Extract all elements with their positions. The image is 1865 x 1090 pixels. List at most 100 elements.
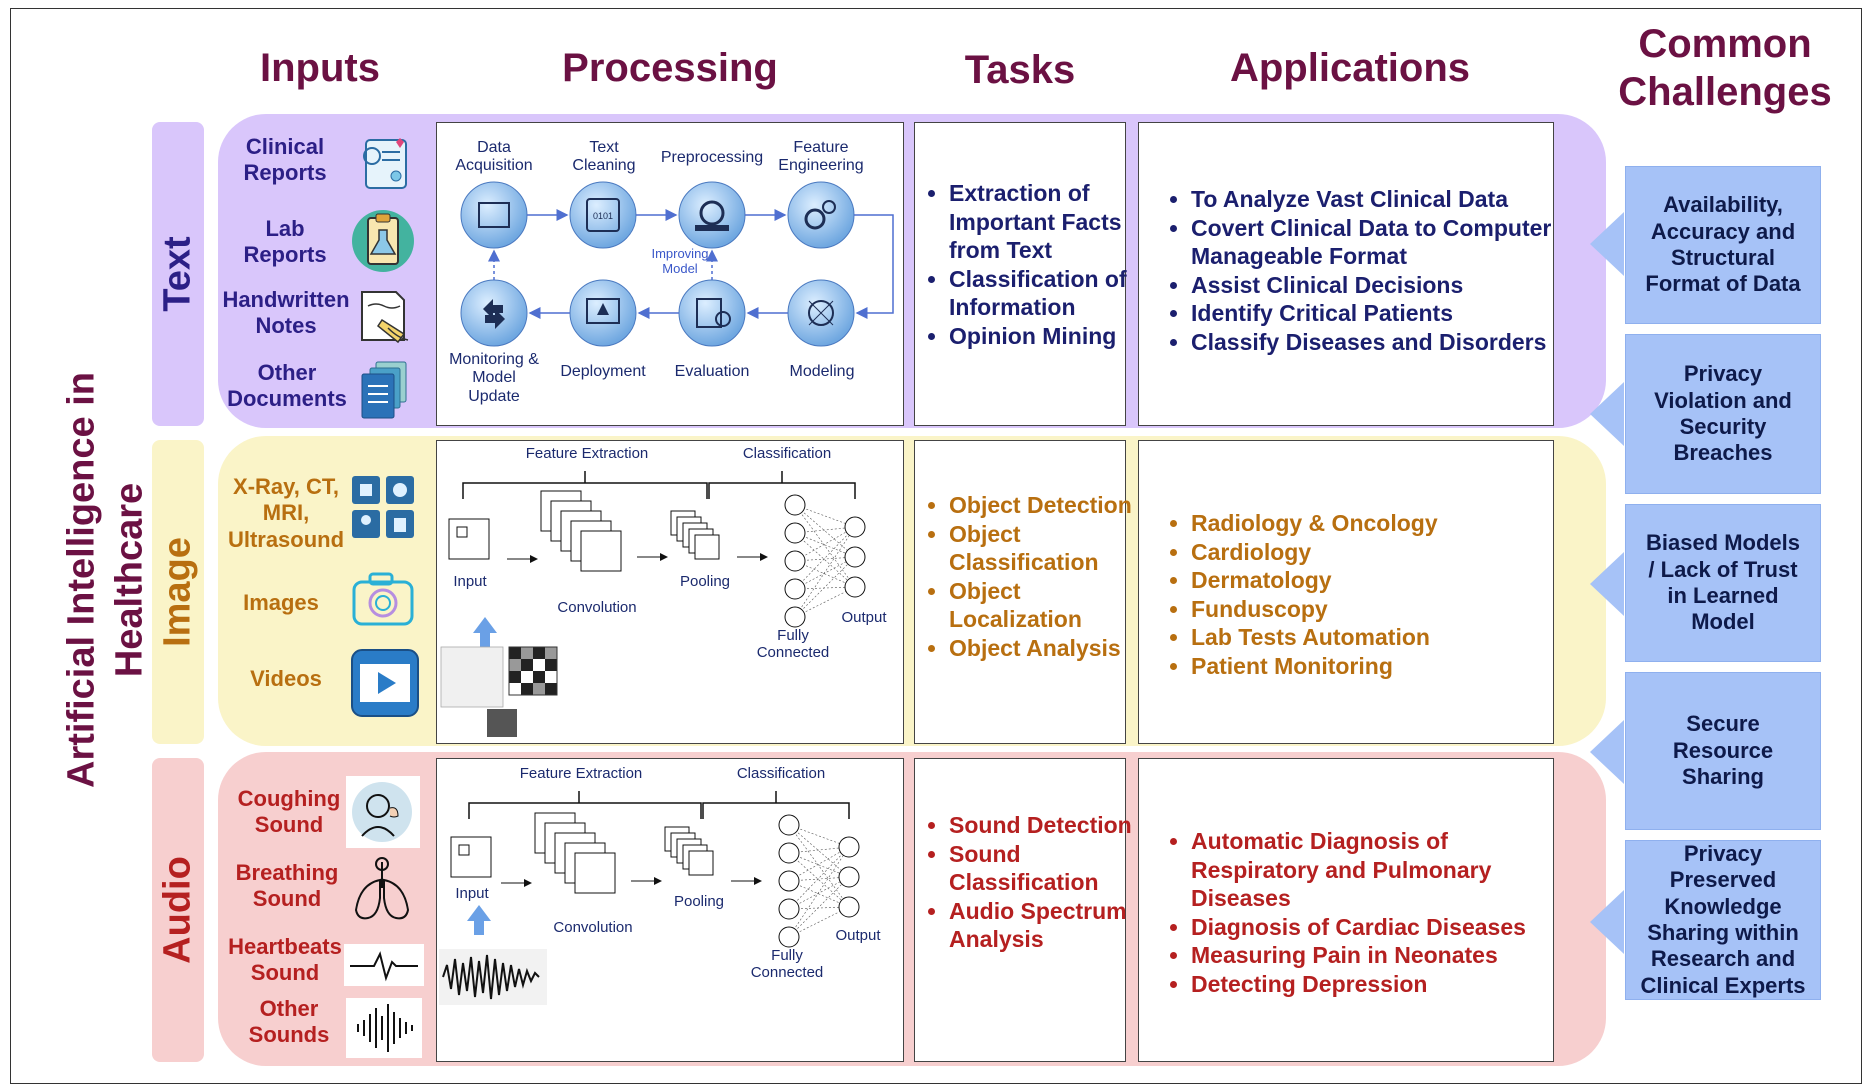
list-item: Opinion Mining	[949, 322, 1145, 351]
input-breathing-sound: Breathing Sound	[235, 860, 339, 912]
label-input: Input	[455, 885, 489, 902]
list-item: Cardiology	[1191, 538, 1571, 567]
label-fully-connected: Fully Connected	[756, 627, 830, 662]
list-item: Sound Classification	[949, 840, 1145, 897]
label-convolution: Convolution	[557, 599, 637, 616]
input-other-sounds: Other Sounds	[248, 996, 330, 1048]
vertical-title: Artificial Intelligence in Healthcare	[46, 320, 166, 840]
list-item: Object Analysis	[949, 634, 1145, 663]
image-applications-box: Radiology & Oncology Cardiology Dermatol…	[1138, 440, 1554, 744]
label-deployment: Deployment	[560, 363, 646, 380]
audio-tasks-list: Sound Detection Sound Classification Aud…	[925, 811, 1145, 954]
header-applications: Applications	[1229, 46, 1471, 90]
tab-text: Text	[152, 122, 204, 426]
list-item: Extraction of Important Facts from Text	[949, 179, 1145, 265]
pipeline-node-evaluation	[678, 279, 746, 347]
header-common-challenges: Common Challenges	[1618, 22, 1832, 114]
image-applications-list: Radiology & Oncology Cardiology Dermatol…	[1167, 509, 1571, 680]
pipeline-node-preprocessing	[678, 181, 746, 249]
label-input: Input	[453, 573, 487, 590]
list-item: Patient Monitoring	[1191, 652, 1571, 681]
lungs-icon	[354, 857, 410, 920]
heartbeat-icon	[344, 944, 424, 986]
label-evaluation: Evaluation	[674, 363, 750, 380]
tab-audio: Audio	[152, 758, 204, 1062]
input-lab-reports: Lab Reports	[243, 216, 327, 268]
pipeline-node-modeling	[787, 279, 855, 347]
tab-audio-label: Audio	[156, 856, 199, 964]
text-pipeline-diagram: 0101	[460, 181, 894, 347]
list-item: Classification of Information	[949, 265, 1145, 322]
label-feature-extraction: Feature Extraction	[525, 445, 649, 462]
image-tasks-list: Object Detection Object Classification O…	[925, 491, 1145, 662]
list-item: Dermatology	[1191, 566, 1571, 595]
list-item: Object Localization	[949, 577, 1145, 634]
list-item: Audio Spectrum Analysis	[949, 897, 1145, 954]
tab-image: Image	[152, 440, 204, 744]
label-output: Output	[835, 927, 881, 944]
input-heartbeats-sound: Heartbeats Sound	[228, 934, 342, 986]
pipeline-node-data-acquisition	[460, 181, 528, 249]
challenge-biased-models: Biased Models / Lack of Trust in Learned…	[1625, 504, 1821, 662]
list-item: Identify Critical Patients	[1191, 299, 1591, 328]
image-tasks-box: Object Detection Object Classification O…	[914, 440, 1132, 744]
text-processing-box: 0101 Data Acquisition Text Cleaning Prep…	[436, 122, 904, 426]
lab-flask-icon	[352, 210, 414, 272]
clinical-report-icon	[363, 138, 407, 189]
image-cnn-box: Feature Extraction Classification Input …	[436, 440, 904, 744]
list-item: Covert Clinical Data to Computer Managea…	[1191, 214, 1591, 271]
challenge-arrow	[1590, 720, 1624, 784]
challenge-privacy-violation: Privacy Violation and Security Breaches	[1625, 334, 1821, 494]
audio-cnn-box: Feature Extraction Classification Input …	[436, 758, 904, 1062]
input-clinical-reports: Clinical Reports	[243, 134, 327, 186]
challenge-secure-sharing: Secure Resource Sharing	[1625, 672, 1821, 830]
label-data-acquisition: Data Acquisition	[455, 139, 533, 175]
tab-text-label: Text	[156, 236, 199, 312]
list-item: Assist Clinical Decisions	[1191, 271, 1591, 300]
list-item: Object Detection	[949, 491, 1145, 520]
label-monitoring: Monitoring & Model Update	[449, 351, 539, 405]
input-other-documents: Other Documents	[227, 360, 347, 412]
input-videos: Videos	[250, 666, 322, 691]
tab-image-label: Image	[156, 537, 199, 647]
challenge-arrow	[1590, 382, 1624, 446]
challenge-privacy-preserved: Privacy Preserved Knowledge Sharing with…	[1625, 840, 1821, 1000]
list-item: Object Classification	[949, 520, 1145, 577]
input-xray-ct-mri: X-Ray, CT, MRI, Ultrasound	[227, 474, 345, 552]
list-item: Classify Diseases and Disorders	[1191, 328, 1591, 357]
list-item: Diagnosis of Cardiac Diseases	[1191, 913, 1571, 942]
challenge-data-quality: Availability, Accuracy and Structural Fo…	[1625, 166, 1821, 324]
list-item: Lab Tests Automation	[1191, 623, 1571, 652]
pipeline-node-text-cleaning: 0101	[569, 181, 637, 249]
figure-frame	[10, 8, 1862, 1084]
list-item: Funduscopy	[1191, 595, 1571, 624]
label-preprocessing: Preprocessing	[660, 149, 764, 166]
label-pooling: Pooling	[679, 573, 731, 590]
label-fully-connected: Fully Connected	[750, 947, 824, 982]
video-play-icon	[351, 649, 419, 717]
list-item: Sound Detection	[949, 811, 1145, 840]
challenge-arrow	[1590, 552, 1624, 616]
svg-text:0101: 0101	[593, 211, 613, 221]
challenge-arrow	[1590, 212, 1624, 276]
label-feature-engineering: Feature Engineering	[778, 139, 864, 175]
vertical-title-text: Artificial Intelligence in Healthcare	[60, 372, 151, 788]
audio-applications-box: Automatic Diagnosis of Respiratory and P…	[1138, 758, 1554, 1062]
coughing-person-icon	[346, 776, 420, 848]
list-item: Radiology & Oncology	[1191, 509, 1571, 538]
header-tasks: Tasks	[964, 48, 1076, 92]
handwritten-note-icon	[361, 291, 409, 344]
audio-tasks-box: Sound Detection Sound Classification Aud…	[914, 758, 1132, 1062]
audio-applications-list: Automatic Diagnosis of Respiratory and P…	[1167, 827, 1571, 998]
header-processing: Processing	[562, 46, 778, 90]
challenge-arrow	[1590, 890, 1624, 954]
pipeline-node-monitoring	[460, 279, 528, 347]
header-inputs: Inputs	[260, 46, 380, 90]
pipeline-node-feature-engineering	[787, 181, 855, 249]
label-text-cleaning: Text Cleaning	[572, 139, 636, 175]
audio-cnn-diagram	[439, 791, 860, 1005]
label-classification: Classification	[736, 765, 826, 782]
list-item: Detecting Depression	[1191, 970, 1571, 999]
soundwave-icon	[346, 998, 422, 1058]
label-output: Output	[841, 609, 887, 626]
